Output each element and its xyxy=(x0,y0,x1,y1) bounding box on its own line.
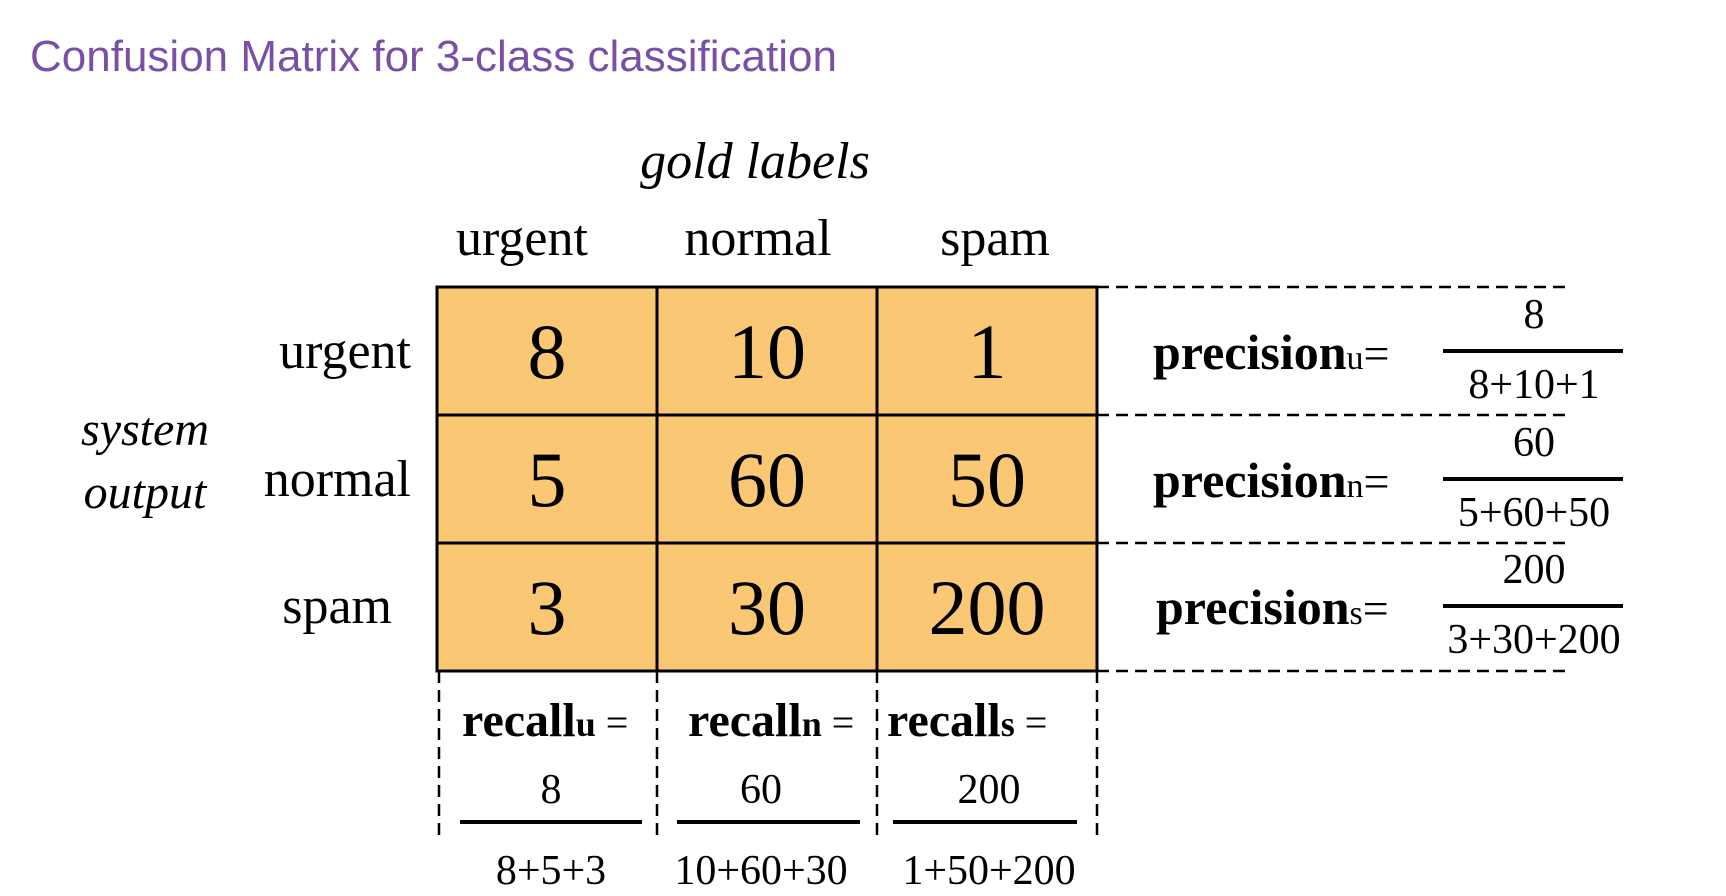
recall-subscript: u xyxy=(576,704,596,744)
matrix-cells xyxy=(435,285,1099,673)
recall-denominator: 10+60+30 xyxy=(674,848,847,894)
recall-subscript: n xyxy=(802,704,822,744)
row-label-spam: spam xyxy=(282,578,392,635)
precision-numerator: 8 xyxy=(1524,292,1545,338)
system-output-header-line1: system xyxy=(81,403,209,456)
page-title: Confusion Matrix for 3-class classificat… xyxy=(30,32,837,81)
precision-equals: = xyxy=(1363,583,1389,634)
system-output-header-line2: output xyxy=(84,466,208,519)
matrix-value-r1-c2: 50 xyxy=(948,436,1026,523)
recall-formula-spam: recalls = 200 1+50+200 xyxy=(887,694,1077,894)
precision-label-text: precision xyxy=(1153,452,1347,508)
recall-subscript: s xyxy=(1001,704,1015,744)
column-label-urgent: urgent xyxy=(456,210,588,267)
matrix-values: 8 10 1 5 60 50 3 30 200 xyxy=(528,308,1046,651)
precision-formula-normal: precisionn= 60 5+60+50 xyxy=(1153,420,1623,536)
precision-formula-urgent: precisionu= 8 8+10+1 xyxy=(1153,292,1623,408)
precision-equals: = xyxy=(1364,328,1390,379)
precision-numerator: 60 xyxy=(1513,420,1555,466)
precision-denominator: 5+60+50 xyxy=(1458,490,1610,536)
recall-label-text: recall xyxy=(462,694,576,747)
matrix-cell-r0-c2 xyxy=(875,285,1099,417)
recall-denominator: 1+50+200 xyxy=(902,848,1075,894)
precision-formula-spam: precisions= 200 3+30+200 xyxy=(1156,547,1623,663)
precision-label: precisionn= xyxy=(1153,452,1389,508)
recall-label: recalls = xyxy=(887,694,1047,747)
matrix-value-r1-c0: 5 xyxy=(528,436,567,523)
matrix-value-r1-c1: 60 xyxy=(728,436,806,523)
matrix-cell-r2-c0 xyxy=(435,541,659,673)
precision-dashed-guides xyxy=(1097,285,1565,673)
matrix-value-r0-c1: 10 xyxy=(728,308,806,395)
precision-label: precisionu= xyxy=(1153,324,1389,380)
precision-numerator: 200 xyxy=(1503,547,1566,593)
precision-label: precisions= xyxy=(1156,579,1389,635)
matrix-cell-r0-c1 xyxy=(655,285,879,417)
matrix-cell-r2-c1 xyxy=(655,541,879,673)
recall-label: recalln = xyxy=(688,694,854,747)
matrix-value-r2-c1: 30 xyxy=(728,564,806,651)
recall-numerator: 60 xyxy=(740,767,782,813)
matrix-value-r0-c2: 1 xyxy=(968,308,1007,395)
precision-denominator: 8+10+1 xyxy=(1468,362,1599,408)
recall-label-text: recall xyxy=(688,694,802,747)
recall-equals: = xyxy=(822,700,855,745)
precision-label-text: precision xyxy=(1153,324,1347,380)
row-label-urgent: urgent xyxy=(279,323,411,380)
column-label-spam: spam xyxy=(940,210,1050,267)
matrix-cell-r0-c0 xyxy=(435,285,659,417)
matrix-value-r2-c2: 200 xyxy=(929,564,1046,651)
recall-equals: = xyxy=(1015,700,1048,745)
matrix-value-r2-c0: 3 xyxy=(528,564,567,651)
recall-equals: = xyxy=(596,700,629,745)
row-labels: urgent normal spam xyxy=(264,323,412,635)
precision-subscript: u xyxy=(1347,340,1364,377)
recall-denominator: 8+5+3 xyxy=(496,848,606,894)
precision-denominator: 3+30+200 xyxy=(1447,617,1620,663)
matrix-cell-r1-c2 xyxy=(875,413,1099,545)
column-labels: urgent normal spam xyxy=(456,210,1050,267)
matrix-cell-r2-c2 xyxy=(875,541,1099,673)
recall-formula-normal: recalln = 60 10+60+30 xyxy=(674,694,860,894)
precision-equals: = xyxy=(1364,456,1390,507)
recall-label: recallu = xyxy=(462,694,628,747)
matrix-value-r0-c0: 8 xyxy=(528,308,567,395)
gold-labels-header: gold labels xyxy=(640,133,870,190)
row-label-normal: normal xyxy=(264,451,411,508)
recall-numerator: 200 xyxy=(958,767,1021,813)
recall-label-text: recall xyxy=(887,694,1001,747)
precision-label-text: precision xyxy=(1156,579,1350,635)
precision-subscript: n xyxy=(1347,468,1364,505)
recall-formula-urgent: recallu = 8 8+5+3 xyxy=(460,694,642,894)
recall-numerator: 8 xyxy=(541,767,562,813)
column-label-normal: normal xyxy=(684,210,831,267)
recall-dashed-guides xyxy=(437,671,1099,842)
precision-subscript: s xyxy=(1350,595,1363,632)
